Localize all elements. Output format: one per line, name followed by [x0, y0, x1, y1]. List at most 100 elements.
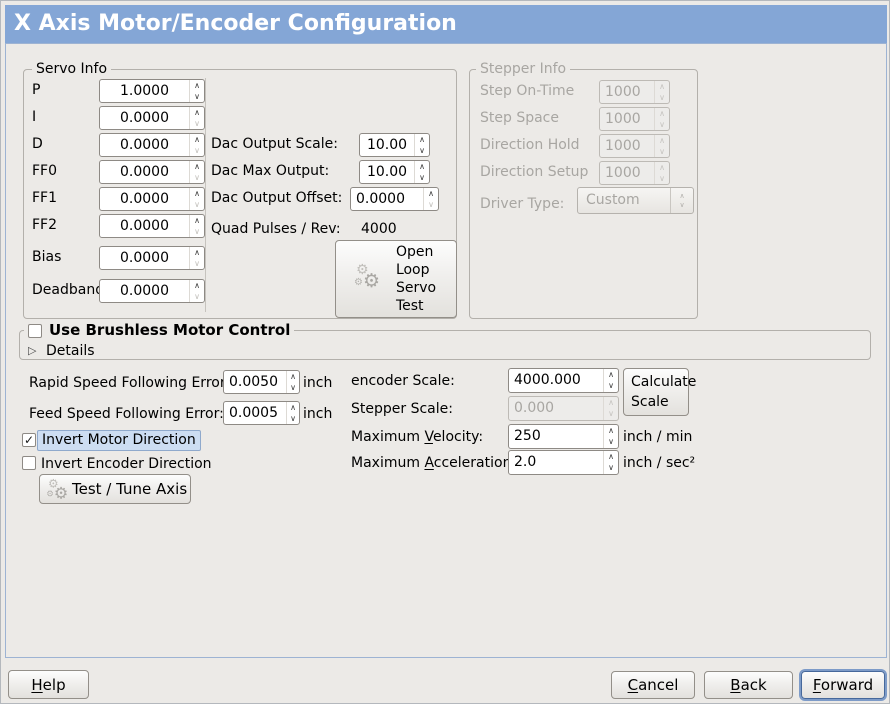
invert-encoder-label[interactable]: Invert Encoder Direction [41, 456, 212, 472]
spin-up-icon[interactable]: ∧ [608, 369, 614, 379]
dac-max-spin-arrows[interactable]: ∧∨ [414, 161, 429, 183]
spin-up-icon[interactable]: ∧ [194, 247, 200, 257]
max-velocity-spin-arrows[interactable]: ∧∨ [603, 425, 618, 448]
p-spin-arrows[interactable]: ∧∨ [189, 80, 204, 102]
ff0-spin-arrows[interactable]: ∧∨ [189, 161, 204, 183]
max-acceleration-spinbox[interactable]: 2.0 ∧∨ [508, 450, 619, 475]
rapid-following-error-label: Rapid Speed Following Error: [29, 375, 231, 391]
cancel-button[interactable]: Cancel [611, 671, 695, 699]
spin-up-icon[interactable]: ∧ [194, 188, 200, 198]
dac-offset-spin-arrows[interactable]: ∧∨ [423, 188, 438, 210]
bias-spin-arrows[interactable]: ∧∨ [189, 247, 204, 269]
rapid-spin-arrows[interactable]: ∧∨ [286, 371, 299, 393]
spin-up-icon[interactable]: ∧ [194, 215, 200, 225]
deadband-spinbox[interactable]: 0.0000 ∧∨ [99, 279, 205, 303]
spin-up-icon[interactable]: ∧ [419, 161, 425, 171]
brushless-checkbox[interactable] [28, 323, 42, 338]
forward-button[interactable]: Forward [801, 671, 885, 699]
spin-up-icon[interactable]: ∧ [608, 425, 614, 435]
spin-down-icon[interactable]: ∨ [194, 226, 200, 236]
rapid-following-error-spinbox[interactable]: 0.0050 ∧∨ [223, 370, 300, 394]
spin-down-icon[interactable]: ∨ [608, 437, 614, 447]
ff2-spin-arrows[interactable]: ∧∨ [189, 215, 204, 237]
max-acceleration-spin-arrows[interactable]: ∧∨ [603, 451, 618, 474]
expander-triangle-icon[interactable]: ▷ [28, 344, 37, 357]
dac-output-scale-value[interactable]: 10.00 [366, 137, 408, 153]
spin-up-icon[interactable]: ∧ [194, 134, 200, 144]
p-spinbox[interactable]: 1.0000 ∧∨ [99, 79, 205, 103]
spin-down-icon[interactable]: ∨ [194, 258, 200, 268]
dac-output-offset-spinbox[interactable]: 0.0000 ∧∨ [350, 187, 439, 211]
invert-motor-label[interactable]: Invert Motor Direction [37, 430, 201, 451]
ff0-value[interactable]: 0.0000 [120, 164, 169, 180]
spin-up-icon[interactable]: ∧ [194, 107, 200, 117]
spin-down-icon[interactable]: ∨ [194, 145, 200, 155]
dac-max-output-value[interactable]: 10.00 [366, 164, 408, 180]
spin-down-icon[interactable]: ∨ [290, 413, 296, 423]
i-spin-arrows[interactable]: ∧∨ [189, 107, 204, 129]
bias-spinbox[interactable]: 0.0000 ∧∨ [99, 246, 205, 270]
back-button[interactable]: Back [704, 671, 793, 699]
direction-hold-spinbox: 1000 ∧∨ [599, 134, 670, 158]
spin-down-icon[interactable]: ∨ [194, 91, 200, 101]
deadband-spin-arrows[interactable]: ∧∨ [189, 280, 204, 302]
content-frame [5, 43, 887, 658]
spin-up-icon[interactable]: ∧ [194, 80, 200, 90]
max-velocity-value[interactable]: 250 [514, 428, 541, 444]
ff0-spinbox[interactable]: 0.0000 ∧∨ [99, 160, 205, 184]
d-spin-arrows[interactable]: ∧∨ [189, 134, 204, 156]
spin-up-icon[interactable]: ∧ [419, 134, 425, 144]
invert-motor-checkbox[interactable]: ✓ [22, 433, 36, 447]
max-acceleration-unit-label: inch / sec² [623, 455, 696, 471]
i-spinbox[interactable]: 0.0000 ∧∨ [99, 106, 205, 130]
ff1-spinbox[interactable]: 0.0000 ∧∨ [99, 187, 205, 211]
spin-down-icon[interactable]: ∨ [194, 172, 200, 182]
spin-down-icon[interactable]: ∨ [290, 382, 296, 392]
p-value[interactable]: 1.0000 [120, 83, 169, 99]
max-velocity-spinbox[interactable]: 250 ∧∨ [508, 424, 619, 449]
ff2-value[interactable]: 0.0000 [120, 218, 169, 234]
spin-down-icon[interactable]: ∨ [419, 172, 425, 182]
dac-output-scale-spinbox[interactable]: 10.00 ∧∨ [359, 133, 430, 157]
i-value[interactable]: 0.0000 [120, 110, 169, 126]
spin-down-icon[interactable]: ∨ [194, 199, 200, 209]
spin-up-icon[interactable]: ∧ [290, 371, 296, 381]
spin-up-icon[interactable]: ∧ [194, 161, 200, 171]
encoder-scale-spinbox[interactable]: 4000.000 ∧∨ [508, 368, 619, 393]
deadband-value[interactable]: 0.0000 [120, 283, 169, 299]
spin-up-icon[interactable]: ∧ [290, 402, 296, 412]
rapid-following-error-value[interactable]: 0.0050 [229, 374, 278, 390]
help-button[interactable]: Help [8, 670, 89, 699]
dac-scale-spin-arrows[interactable]: ∧∨ [414, 134, 429, 156]
spin-down-icon[interactable]: ∨ [194, 118, 200, 128]
bias-value[interactable]: 0.0000 [120, 250, 169, 266]
d-value[interactable]: 0.0000 [120, 137, 169, 153]
max-acceleration-value[interactable]: 2.0 [514, 454, 537, 470]
ff2-spinbox[interactable]: 0.0000 ∧∨ [99, 214, 205, 238]
feed-following-error-value[interactable]: 0.0005 [229, 405, 278, 421]
dac-output-offset-value[interactable]: 0.0000 [356, 191, 405, 207]
spin-down-icon[interactable]: ∨ [608, 463, 614, 473]
spin-down-icon[interactable]: ∨ [194, 291, 200, 301]
invert-encoder-checkbox[interactable] [22, 456, 36, 470]
brushless-header: Use Brushless Motor Control [24, 322, 295, 339]
encoder-scale-value[interactable]: 4000.000 [514, 372, 581, 388]
encoder-scale-spin-arrows[interactable]: ∧∨ [603, 369, 618, 392]
spin-up-icon: ∧ [659, 135, 665, 145]
details-expander-label[interactable]: Details [46, 343, 95, 359]
spin-down-icon[interactable]: ∨ [428, 199, 434, 209]
dac-max-output-spinbox[interactable]: 10.00 ∧∨ [359, 160, 430, 184]
open-loop-servo-test-button[interactable]: ⚙ ⚙ ⚙ Open Loop Servo Test [335, 240, 457, 318]
spin-up-icon[interactable]: ∧ [428, 188, 434, 198]
calculate-scale-button[interactable]: Calculate Scale [623, 368, 696, 416]
ff1-value[interactable]: 0.0000 [120, 191, 169, 207]
ff1-spin-arrows[interactable]: ∧∨ [189, 188, 204, 210]
feed-spin-arrows[interactable]: ∧∨ [286, 402, 299, 424]
spin-up-icon[interactable]: ∧ [194, 280, 200, 290]
test-tune-axis-button[interactable]: ⚙ ⚙ ⚙ Test / Tune Axis [39, 474, 191, 504]
feed-following-error-spinbox[interactable]: 0.0005 ∧∨ [223, 401, 300, 425]
spin-down-icon[interactable]: ∨ [419, 145, 425, 155]
spin-up-icon[interactable]: ∧ [608, 451, 614, 461]
spin-down-icon[interactable]: ∨ [608, 381, 614, 391]
d-spinbox[interactable]: 0.0000 ∧∨ [99, 133, 205, 157]
